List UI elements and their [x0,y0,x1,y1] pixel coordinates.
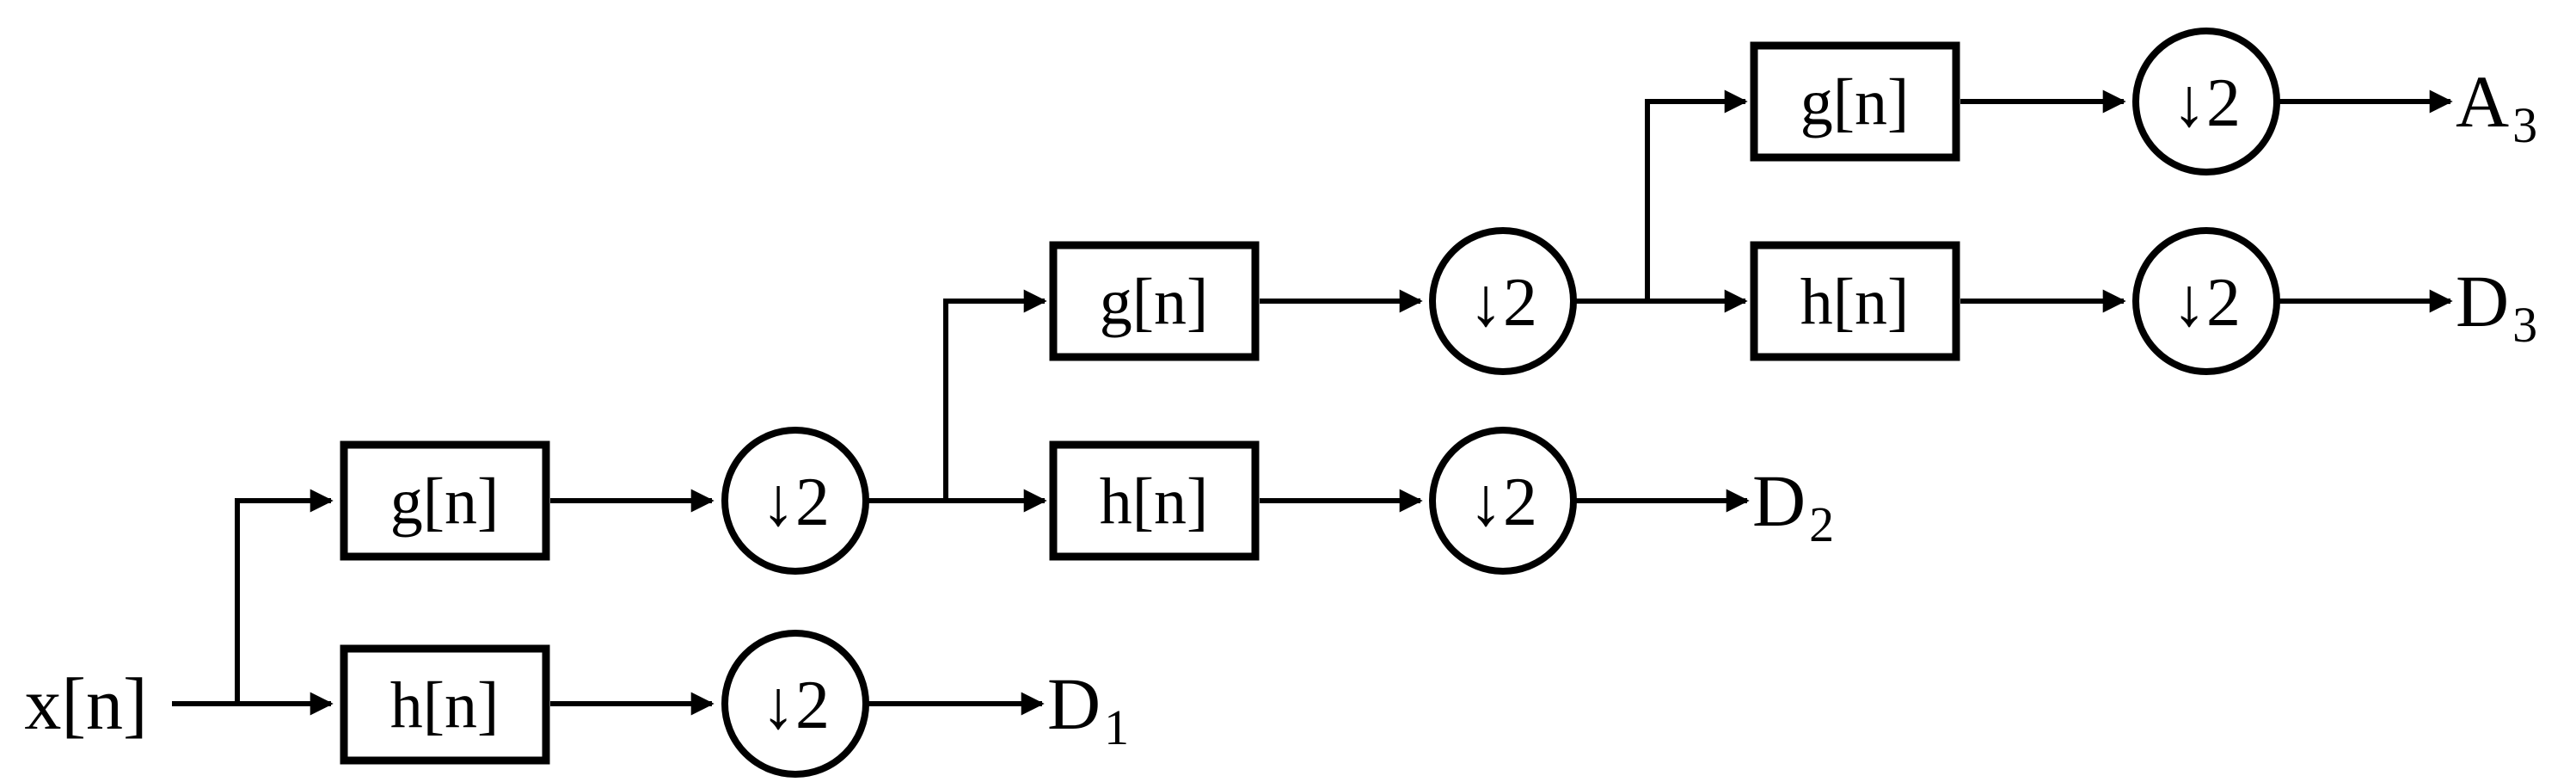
level2-h-filter-label: h[n] [1100,465,1209,538]
level3-g-branch-wire [1645,89,1748,301]
level1-g-filter-label: g[n] [390,465,500,538]
level1-g-branch-wire [235,489,334,704]
output-d3-label: D3 [2456,260,2537,353]
level2-g-downsampler [1429,227,1577,375]
level3-g-downsampler-label: ↓2 [2172,65,2241,141]
output-a3-main: A [2456,60,2509,143]
input-label: x[n] [24,662,147,745]
output-a3-label: A3 [2456,60,2537,153]
level1-h-filter-label: h[n] [390,669,500,742]
output-d1-subscript: 1 [1104,699,1129,755]
level2-g-filter-box [1049,241,1260,361]
level3-h-downsampler-label: ↓2 [2172,265,2241,341]
level2-g-downsampler-label: ↓2 [1469,265,1537,341]
level1-g-downsampler-label: ↓2 [761,465,830,540]
level2-h-downsampler-label: ↓2 [1469,465,1537,540]
level1-h-downsampler-label: ↓2 [761,668,830,743]
level2-g-branch-wire [943,289,1047,501]
level3-g-filter-box [1750,41,1960,162]
output-d3-main: D [2456,260,2509,342]
output-d3-subscript: 3 [2512,297,2537,353]
level1-g-downsampler [721,427,869,575]
level1-h-filter-box [340,644,550,765]
level3-h-filter-box [1750,241,1960,361]
level2-h-downsampler [1429,427,1577,575]
level2-g-filter-label: g[n] [1100,266,1209,338]
output-d2-label: D2 [1752,459,1834,552]
level1-h-downsampler [721,630,869,778]
level1-g-filter-box [340,440,550,561]
level3-h-filter-label: h[n] [1800,266,1910,338]
output-d1-label: D1 [1047,662,1129,755]
output-d2-main: D [1752,459,1806,542]
output-d1-main: D [1047,662,1101,745]
level2-h-filter-box [1049,440,1260,561]
output-a3-subscript: 3 [2512,97,2537,153]
level3-g-filter-label: g[n] [1800,66,1910,139]
level3-g-downsampler [2132,28,2280,175]
output-d2-subscript: 2 [1809,496,1834,552]
level3-h-downsampler [2132,227,2280,375]
